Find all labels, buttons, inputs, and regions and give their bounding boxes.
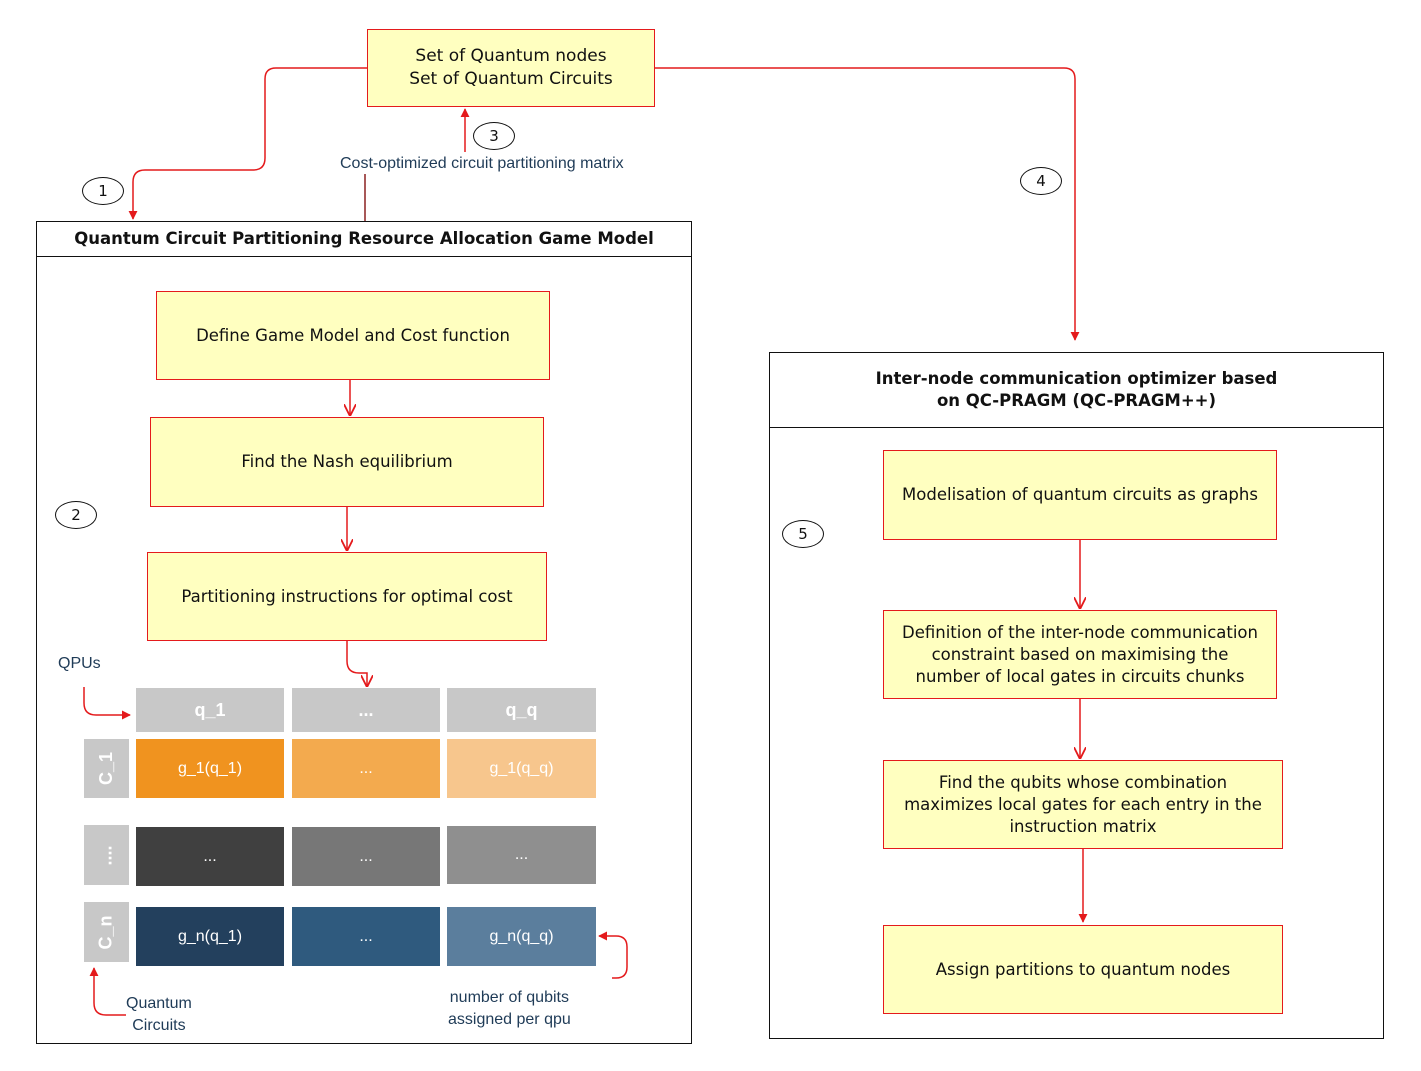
qubits-per-qpu-label-line1: number of qubits [449, 989, 569, 1006]
modelisation-box: Modelisation of quantum circuits as grap… [883, 450, 1277, 540]
step-badge-5: 5 [782, 520, 824, 548]
step-badge-3: 3 [473, 122, 515, 150]
assign-partitions-box: Assign partitions to quantum nodes [883, 925, 1283, 1014]
arrow-step-1 [128, 67, 367, 220]
nash-equilibrium-box: Find the Nash equilibrium [150, 417, 544, 507]
optimizer-title-line1: Inter-node communication optimizer based [875, 369, 1278, 388]
matrix-cell: g_n(q_q) [447, 907, 596, 966]
matrix-col-header-q1: q_1 [136, 688, 284, 732]
matrix-col-header-qq: q_q [447, 688, 596, 732]
constraint-definition-box: Definition of the inter-node communicati… [883, 610, 1277, 699]
matrix-cell: ... [292, 827, 440, 886]
assign-partitions-text: Assign partitions to quantum nodes [935, 959, 1231, 979]
define-game-model-box: Define Game Model and Cost function [156, 291, 550, 380]
qpus-label: QPUs [58, 655, 101, 672]
find-qubits-line2: maximizes local gates for each entry in … [904, 794, 1262, 814]
find-qubits-line3: instruction matrix [1009, 816, 1157, 836]
quantum-circuits-label-line2: Circuits [132, 1017, 186, 1034]
matrix-cell: ... [447, 826, 596, 884]
matrix-cell: g_1(q_1) [136, 739, 284, 798]
matrix-cell: ... [136, 827, 284, 886]
arrow-step-4 [655, 67, 1080, 341]
communication-optimizer-title: Inter-node communication optimizer based… [770, 353, 1383, 428]
matrix-row-label-cn: C_n [84, 902, 129, 962]
step-badge-4: 4 [1020, 167, 1062, 195]
cost-matrix-label: Cost-optimized circuit partitioning matr… [340, 155, 624, 172]
qubits-per-qpu-label: number of qubits assigned per qpu [448, 987, 571, 1031]
quantum-nodes-text: Set of Quantum nodes [415, 46, 607, 66]
matrix-row-label-c1-text: C_1 [96, 751, 116, 786]
game-model-title: Quantum Circuit Partitioning Resource Al… [37, 222, 691, 257]
quantum-circuits-label: Quantum Circuits [126, 993, 192, 1037]
step-badge-2: 2 [55, 501, 97, 529]
optimizer-title-line2: on QC-PRAGM (QC-PRAGM++) [936, 391, 1217, 410]
matrix-cell: g_n(q_1) [136, 907, 284, 966]
quantum-inputs-box: Set of Quantum nodes Set of Quantum Circ… [367, 29, 655, 107]
step-badge-1: 1 [82, 177, 124, 205]
matrix-row-label-ellipsis-text: .... [95, 844, 116, 866]
find-qubits-box: Find the qubits whose combination maximi… [883, 760, 1283, 849]
matrix-cell: g_1(q_q) [447, 739, 596, 798]
modelisation-text: Modelisation of quantum circuits as grap… [902, 485, 1258, 504]
matrix-row-label-c1: C_1 [84, 739, 129, 798]
qubits-per-qpu-label-line2: assigned per qpu [448, 1011, 571, 1028]
matrix-row-label-ellipsis: .... [84, 825, 129, 885]
matrix-cell: ... [292, 739, 440, 798]
constraint-line3: number of local gates in circuits chunks [915, 666, 1245, 686]
constraint-line1: Definition of the inter-node communicati… [902, 622, 1258, 642]
partitioning-instructions-box: Partitioning instructions for optimal co… [147, 552, 547, 641]
matrix-col-header-ellipsis: ... [292, 688, 440, 732]
quantum-circuits-label-line1: Quantum [126, 995, 192, 1012]
find-qubits-line1: Find the qubits whose combination [938, 772, 1228, 792]
matrix-cell: ... [292, 907, 440, 966]
constraint-line2: constraint based on maximising the [931, 644, 1229, 664]
quantum-circuits-text: Set of Quantum Circuits [409, 69, 613, 89]
matrix-row-label-cn-text: C_n [95, 914, 116, 950]
